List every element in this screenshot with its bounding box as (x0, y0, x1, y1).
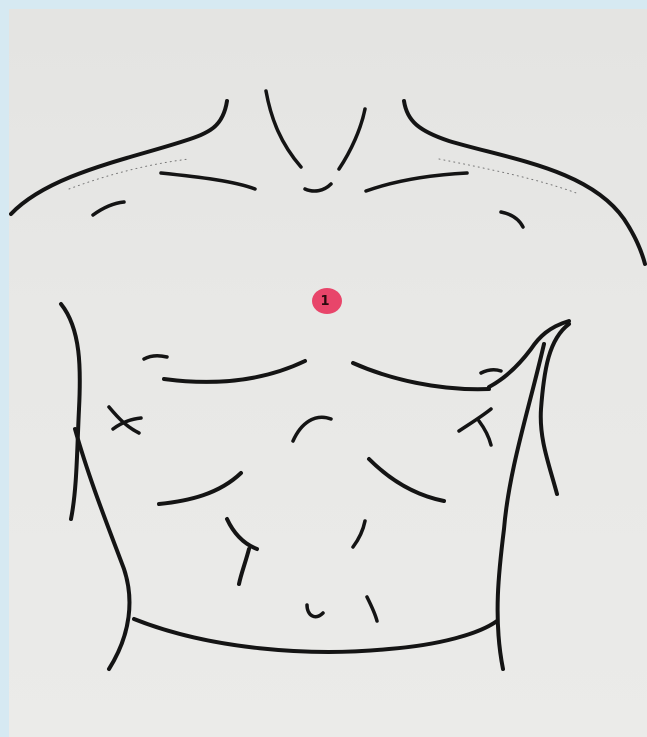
left-neck-tendon (266, 91, 301, 167)
right-pectoral-line (353, 363, 489, 389)
point-marker: 1 (312, 288, 342, 314)
navel-mark (307, 605, 323, 617)
marker-label: 1 (320, 294, 329, 309)
torso-line-drawing: 1 (9, 9, 647, 737)
left-deltoid-mark (93, 202, 124, 215)
left-shoulder-line (11, 101, 227, 214)
right-clavicle (366, 173, 467, 191)
right-arm-outline (541, 324, 569, 494)
left-torso-side (75, 429, 129, 669)
lower-abs-left-mark (227, 519, 257, 584)
left-arm-outline (61, 304, 80, 519)
right-nipple-mark (481, 370, 501, 373)
right-torso-side (498, 344, 544, 669)
lower-abs-right-mark (353, 521, 365, 547)
lower-abs-right-crease (367, 597, 377, 621)
waistline (134, 619, 497, 652)
right-shoulder-line (404, 101, 645, 264)
right-neck-tendon (339, 109, 365, 169)
upper-abs-arc (293, 417, 331, 441)
left-pectoral-line (164, 361, 305, 382)
right-serratus-mark-2 (479, 421, 491, 445)
right-abs-line (369, 459, 444, 501)
right-serratus-mark (459, 409, 491, 431)
right-deltoid-mark (501, 212, 523, 227)
left-abs-line (159, 473, 241, 504)
paper-sheet: 1 (9, 9, 647, 737)
jugular-notch (305, 184, 331, 191)
left-clavicle (161, 173, 255, 189)
left-nipple-mark (144, 356, 167, 359)
dotted-shoulder-right (439, 159, 579, 194)
right-axilla-curve (489, 321, 569, 387)
